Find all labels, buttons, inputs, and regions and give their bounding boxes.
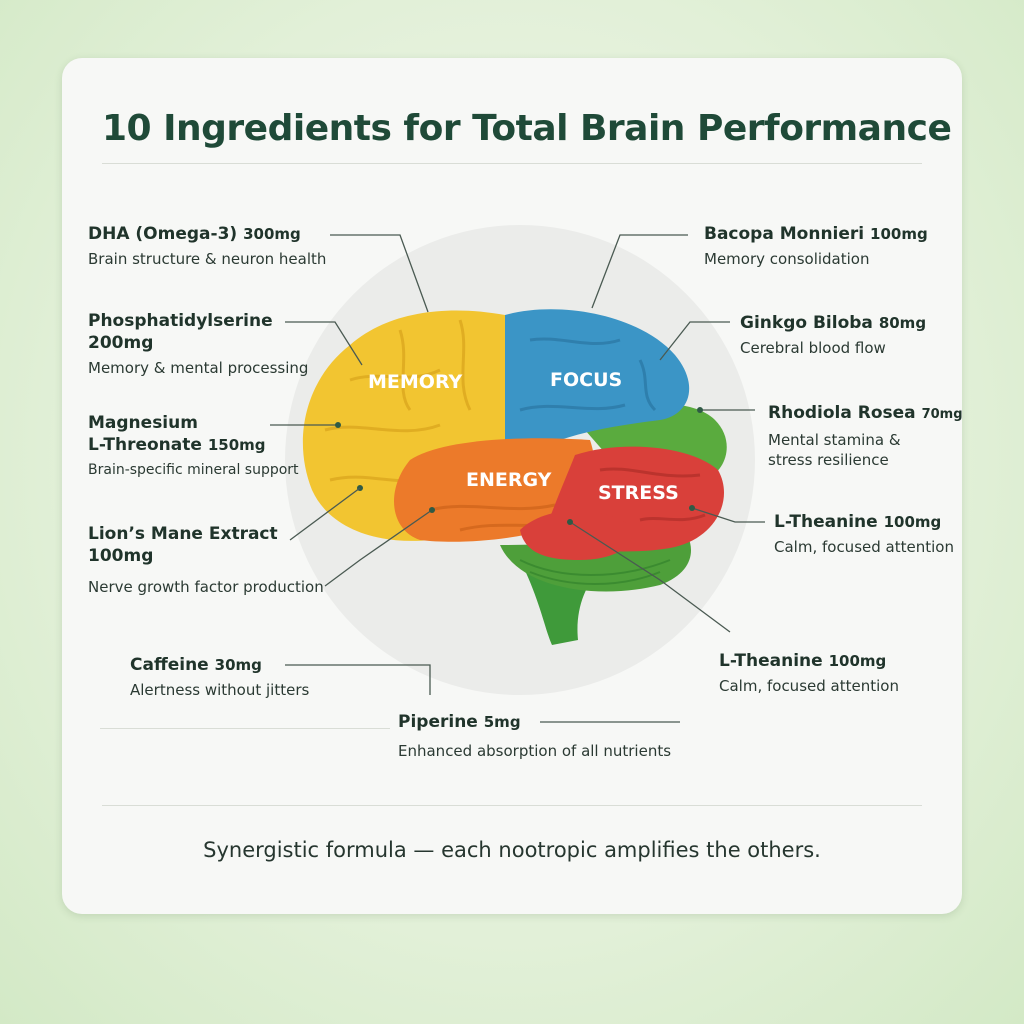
diagram-divider <box>100 728 390 729</box>
leader-dot-theanine2 <box>567 519 573 525</box>
ingredient-desc: Memory & mental processing <box>88 359 309 377</box>
brain-region-stress-lobe <box>520 510 633 560</box>
ingredient-name: Piperine <box>398 712 484 732</box>
leader-bacopa <box>591 234 688 309</box>
page-title: 10 Ingredients for Total Brain Performan… <box>102 108 952 149</box>
ingredient-ginkgo: Ginkgo Biloba 80mg Cerebral blood flow <box>740 312 926 358</box>
ingredient-desc: Cerebral blood flow <box>740 339 886 357</box>
ingredient-name: Phosphatidylserine <box>88 311 273 331</box>
ingredient-desc: Alertness without jitters <box>130 681 310 699</box>
ingredient-lions-mane: Lion’s Mane Extract 100mg Nerve growth f… <box>88 523 324 597</box>
leader-dha <box>330 234 429 313</box>
ingredient-name: L-Theanine <box>719 651 829 671</box>
region-label-stress: STRESS <box>598 482 679 504</box>
ingredient-name: L-Theanine <box>774 512 884 532</box>
ingredient-dose: 200mg <box>88 333 154 353</box>
footer-divider <box>102 805 922 806</box>
ingredient-name: Bacopa Monnieri <box>704 224 871 244</box>
ingredient-name: Rhodiola Rosea <box>768 403 922 423</box>
ingredient-desc: Nerve growth factor production <box>88 578 324 596</box>
leader-ginkgo <box>659 321 730 361</box>
ingredient-dose: 80mg <box>878 314 927 332</box>
ingredient-dose: 100mg <box>828 652 887 670</box>
ingredient-l-theanine-2: L-Theanine 100mg Calm, focused attention <box>719 650 899 696</box>
region-label-energy: ENERGY <box>466 469 552 491</box>
region-label-focus: FOCUS <box>550 369 622 391</box>
ingredient-dose: 30mg <box>214 656 262 674</box>
ingredient-desc: Enhanced absorption of all nutrients <box>398 742 672 760</box>
ingredient-desc: Brain-specific mineral support <box>88 462 299 478</box>
leader-lion <box>324 509 433 587</box>
leader-ps <box>285 321 363 366</box>
ingredient-name: Ginkgo Biloba <box>740 313 879 333</box>
ingredient-dose: 100mg <box>88 546 154 566</box>
ingredient-dha: DHA (Omega-3) 300mg Brain structure & ne… <box>88 223 326 269</box>
footer-tagline: Synergistic formula — each nootropic amp… <box>203 838 821 862</box>
ingredient-bacopa: Bacopa Monnieri 100mg Memory consolidati… <box>704 223 928 269</box>
ingredient-l-theanine-1: L-Theanine 100mg Calm, focused attention <box>774 511 954 557</box>
ingredient-magnesium: Magnesium L-Threonate 150mg Brain-specif… <box>88 412 299 480</box>
ingredient-desc: Brain structure & neuron health <box>88 250 327 268</box>
leader-theanine1 <box>691 507 765 523</box>
ingredient-piperine: Piperine 5mg Enhanced absorption of all … <box>398 711 671 761</box>
title-divider <box>102 163 922 164</box>
ingredient-desc-2: stress resilience <box>768 451 889 469</box>
ingredient-desc: Mental stamina & <box>768 431 901 449</box>
leader-dot-rhodiola <box>697 407 703 413</box>
leader-memory <box>289 487 361 541</box>
ingredient-name: Lion’s Mane Extract <box>88 524 278 544</box>
ingredient-rhodiola: Rhodiola Rosea 70mg Mental stamina & str… <box>768 402 963 470</box>
leader-caffeine <box>285 664 431 695</box>
ingredient-dose: 100mg <box>883 513 942 531</box>
region-label-memory: MEMORY <box>368 371 463 393</box>
ingredient-caffeine: Caffeine 30mg Alertness without jitters <box>130 654 309 700</box>
ingredient-name: Magnesium <box>88 413 198 433</box>
ingredient-dose: 100mg <box>870 225 928 243</box>
ingredient-dose: 5mg <box>483 713 521 731</box>
ingredient-name: Caffeine <box>130 655 215 675</box>
leader-dot-lion <box>429 507 435 513</box>
ingredient-desc: Memory consolidation <box>704 250 870 268</box>
ingredient-name-2: L-Threonate <box>88 435 208 455</box>
ingredient-desc: Calm, focused attention <box>774 538 954 556</box>
leader-dot-magnesium <box>335 422 341 428</box>
ingredient-dose: 70mg <box>921 407 963 422</box>
ingredient-dose: 150mg <box>207 436 266 454</box>
ingredient-dose: 300mg <box>243 225 301 243</box>
leader-theanine2 <box>569 521 731 633</box>
leader-dot-theanine1 <box>689 505 695 511</box>
ingredient-name: DHA (Omega-3) <box>88 224 244 244</box>
ingredient-desc: Calm, focused attention <box>719 677 899 695</box>
ingredient-phosphatidylserine: Phosphatidylserine 200mg Memory & mental… <box>88 310 308 378</box>
